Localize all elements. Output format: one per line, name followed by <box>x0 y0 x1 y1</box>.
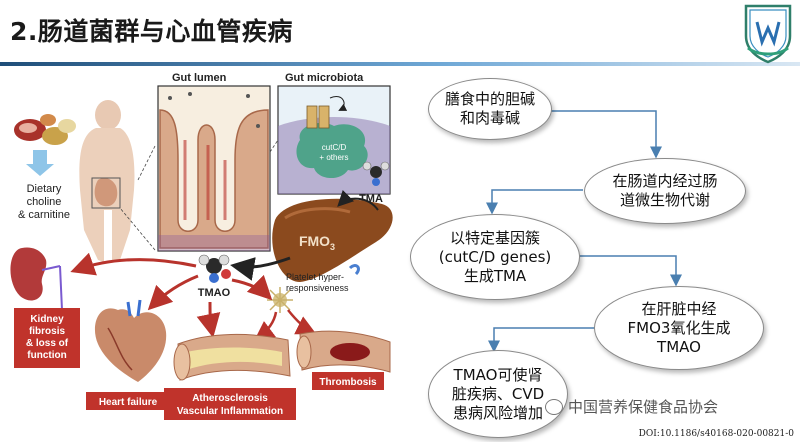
atherosclerosis-box <box>164 388 296 420</box>
platelet-label-1: Platelet hyper- <box>286 272 344 282</box>
fmo3-label: FMO3 <box>299 233 335 252</box>
platelet-label-2: responsiveness <box>286 283 349 293</box>
kidney-label-2: fibrosis <box>29 326 66 337</box>
platelet-icon <box>267 287 293 313</box>
thrombosis-box <box>312 372 384 390</box>
kidney-label-4: function <box>27 350 66 361</box>
cutcd-label-2: + others <box>319 153 348 162</box>
tmao-flowchart: 膳食中的胆碱 和肉毒碱 在肠道内经过肠 道微生物代谢 以特定基因簇 (cutC/… <box>398 70 800 442</box>
kidney-icon <box>10 247 63 311</box>
connector-2 <box>486 189 583 215</box>
tmao-molecule-icon <box>198 254 231 283</box>
kidney-label-1: Kidney <box>30 314 64 325</box>
connector-1 <box>538 110 662 159</box>
human-body-icon <box>79 100 135 262</box>
watermark-text: 中国营养保健食品协会 <box>568 398 719 416</box>
dietary-label-2: choline <box>27 196 62 208</box>
atherosclerosis-label-2: Vascular Inflammation <box>177 406 283 417</box>
gut-microbiota-panel <box>277 85 391 195</box>
flow-step-1: 膳食中的胆碱 和肉毒碱 <box>428 78 552 140</box>
food-icon <box>14 114 76 145</box>
tmao-pathway-figure: Dietary choline & carnitine Gut lumen Gu… <box>10 72 393 420</box>
atherosclerosis-label-1: Atherosclerosis <box>192 393 268 404</box>
dietary-label-1: Dietary <box>27 183 62 195</box>
association-logo-icon <box>744 4 792 64</box>
cutcd-label-1: cutC/D <box>322 143 347 152</box>
heart-icon <box>94 299 167 382</box>
wechat-icon <box>545 398 563 415</box>
connector-3 <box>573 255 682 287</box>
flow-step-5: TMAO可使肾 脏疾病、CVD 患病风险增加 <box>428 350 568 438</box>
kidney-label-3: & loss of <box>26 338 69 349</box>
connector-4 <box>488 327 596 353</box>
flow-step-2: 在肠道内经过肠 道微生物代谢 <box>584 158 746 224</box>
flow-step-4: 在肝脏中经 FMO3氧化生成 TMAO <box>594 286 764 370</box>
atherosclerosis-vessel-icon <box>173 333 291 381</box>
heart-failure-label: Heart failure <box>99 397 158 408</box>
gut-microbiota-label: Gut microbiota <box>285 72 364 84</box>
tma-molecule-icon <box>362 161 390 186</box>
dietary-label-3: & carnitine <box>18 209 70 221</box>
liver-icon <box>272 198 393 282</box>
title-underline <box>0 62 800 66</box>
thrombosis-vessel-icon <box>296 330 391 373</box>
gut-lumen-panel <box>157 85 271 252</box>
slide-title: 2.肠道菌群与心血管疾病 <box>10 17 293 46</box>
gut-lumen-label: Gut lumen <box>172 72 227 84</box>
down-arrow-icon <box>26 150 54 176</box>
watermark: 中国营养保健食品协会 <box>545 396 718 417</box>
heart-failure-box <box>86 392 170 410</box>
thrombosis-label: Thrombosis <box>319 377 377 388</box>
doi-citation: DOI:10.1186/s40168-020-00821-0 <box>638 429 794 439</box>
flow-step-3: 以特定基因簇 (cutC/D genes) 生成TMA <box>410 214 580 300</box>
tmao-label: TMAO <box>198 287 231 299</box>
flow-connectors <box>486 110 682 353</box>
kidney-disease-box <box>14 308 80 368</box>
